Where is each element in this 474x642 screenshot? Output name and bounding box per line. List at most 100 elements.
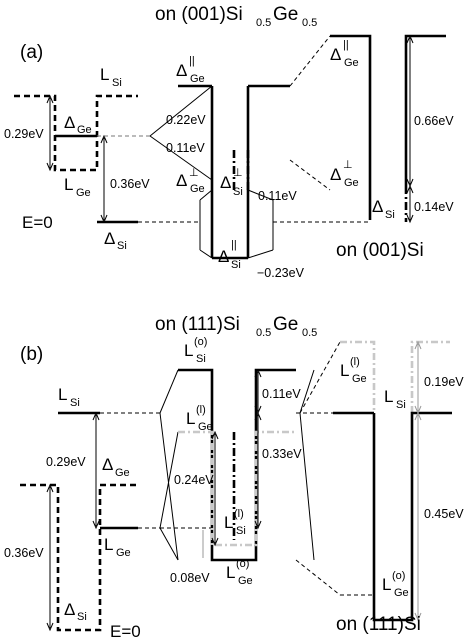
right-L-l-ge-band	[340, 340, 376, 413]
ge-delta-band-left	[20, 483, 138, 632]
label-L-o-ge-r: L	[382, 575, 391, 594]
label-delta-perp-si-sub: Si	[233, 186, 243, 198]
label-L-si-r: L	[384, 387, 393, 406]
panel-b: (b) on (111)Si 0.5 Ge 0.5 L Si Δ Ge L Ge…	[4, 314, 464, 641]
energy-024-b: 0.24eV	[174, 473, 214, 487]
panel-a-title-prefix: on (001)Si	[155, 4, 243, 25]
label-delta-par-ge-r-sup: ||	[343, 39, 349, 51]
panel-b-title-sub1: 0.5	[256, 327, 271, 339]
label-L-l-ge-sub: Ge	[198, 421, 213, 433]
label-L-si-r-sub: Si	[396, 399, 406, 411]
label-delta-par-ge-sub: Ge	[190, 73, 205, 85]
panel-a-tag: (a)	[20, 42, 43, 63]
energy-066-a: 0.66eV	[414, 114, 454, 128]
label-L-o-ge-sup: (o)	[236, 558, 249, 570]
label-delta-perp-ge: Δ	[176, 171, 187, 190]
panel-b-title-prefix: on (111)Si	[155, 314, 240, 335]
energy-023-a: −0.23eV	[257, 266, 305, 280]
energy-008-b: 0.08eV	[170, 571, 210, 585]
label-delta-perp-ge-sub: Ge	[190, 183, 205, 195]
label-L-ge-b: L	[104, 535, 113, 554]
arrow-029-b-heads	[92, 411, 100, 530]
label-delta-perp-ge-r-sub: Ge	[344, 177, 359, 189]
arrow-036-b-heads	[46, 483, 54, 632]
label-delta-si-b-sub: Si	[77, 611, 87, 623]
ge-L-band-left	[14, 94, 138, 172]
label-L-l-ge-sup: (l)	[196, 404, 206, 416]
energy-036-b: 0.36eV	[4, 546, 44, 560]
split-lines-b	[159, 369, 315, 561]
label-delta-par-si-sub: Si	[231, 259, 241, 271]
label-L-o-ge-r-sub: Ge	[394, 587, 409, 599]
label-delta-par-si-sup: ||	[231, 239, 237, 251]
guide-par-ge-right	[289, 35, 331, 87]
label-delta-perp-ge-r: Δ	[330, 165, 341, 184]
panel-b-title-mid: Ge	[273, 314, 298, 335]
label-L-o-si-sub: Si	[196, 353, 206, 365]
label-L-o-si-sup: (o)	[194, 336, 207, 348]
panel-a-title-sub2: 0.5	[302, 17, 317, 29]
label-delta-si-r: Δ	[372, 197, 383, 216]
label-L-ge-b-sub: Ge	[116, 547, 131, 559]
label-L-l-ge-r-sup: (l)	[350, 356, 360, 368]
label-e-zero-b: E=0	[110, 622, 141, 641]
panel-b-title-sub2: 0.5	[302, 327, 317, 339]
label-delta-par-ge: Δ	[176, 61, 187, 80]
panel-b-tag: (b)	[20, 344, 43, 365]
energy-033-b: 0.33eV	[262, 447, 302, 461]
panel-a-title: on (001)Si 0.5 Ge 0.5	[155, 4, 317, 29]
label-delta-perp-ge-r-sup: ⊥	[343, 159, 353, 171]
right-L-o-ge-band	[372, 411, 452, 622]
panel-b-substrate: on (111)Si	[336, 614, 421, 635]
arrow-045-b-heads	[414, 411, 422, 622]
label-L-si-b: L	[58, 385, 67, 404]
energy-011-a: 0.11eV	[166, 141, 205, 155]
label-e-zero-a: E=0	[22, 213, 53, 232]
label-L-si-b-sub: Si	[70, 397, 80, 409]
label-delta-perp-ge-sup: ⊥	[189, 167, 199, 179]
arrow-029-a-heads	[46, 94, 54, 172]
energy-022-a: 0.22eV	[166, 113, 206, 127]
split-lines-si-left	[199, 189, 213, 259]
label-L-l-ge: L	[186, 409, 195, 428]
label-L-o-si: L	[184, 341, 193, 360]
right-ge-par-band	[330, 34, 372, 212]
panel-b-title: on (111)Si 0.5 Ge 0.5	[155, 314, 317, 339]
label-L-l-ge-r-sub: Ge	[352, 373, 367, 385]
label-L-ge: L	[64, 175, 73, 194]
label-delta-si-b: Δ	[64, 600, 75, 619]
right-L-l-ge-band2	[410, 340, 450, 413]
label-L-l-si-sup: (l)	[234, 508, 244, 520]
label-delta-ge-b-sub: Ge	[115, 467, 130, 479]
label-L-si-sub: Si	[112, 77, 122, 89]
label-delta-perp-si-sup: ⊥	[233, 167, 243, 179]
energy-011b-a: 0.11eV	[258, 189, 297, 203]
label-delta-si-sub: Si	[117, 240, 127, 252]
label-delta-perp-si: Δ	[220, 173, 231, 192]
label-L-o-ge: L	[226, 563, 235, 582]
guide-L-o-ge-right	[295, 559, 341, 596]
label-delta-ge: Δ	[64, 113, 75, 132]
label-delta-si: Δ	[104, 229, 115, 248]
L-o-si-band	[178, 368, 296, 562]
arrow-024-b-heads	[211, 430, 219, 547]
split-lines-si-right	[247, 189, 274, 259]
energy-019-b: 0.19eV	[424, 375, 464, 389]
label-L-o-ge-sub: Ge	[238, 575, 253, 587]
label-delta-ge-sub: Ge	[77, 124, 92, 136]
label-delta-par-ge-sup: ||	[189, 55, 195, 67]
panel-a-substrate: on (001)Si	[336, 240, 424, 261]
split-lines-ge	[149, 85, 213, 181]
panel-a-title-mid: Ge	[273, 4, 298, 25]
energy-014-a: 0.14eV	[414, 200, 454, 214]
guide-L-l-ge-right	[299, 341, 341, 414]
arrow-014-a-heads	[406, 184, 414, 224]
energy-045-b: 0.45eV	[424, 507, 464, 521]
label-L-si: L	[100, 65, 109, 84]
label-delta-si-r-sub: Si	[385, 209, 395, 221]
guide-perp-ge-right	[289, 159, 331, 191]
label-L-l-si: L	[224, 513, 233, 532]
energy-036-a: 0.36eV	[110, 177, 150, 191]
label-L-l-ge-r: L	[340, 361, 349, 380]
